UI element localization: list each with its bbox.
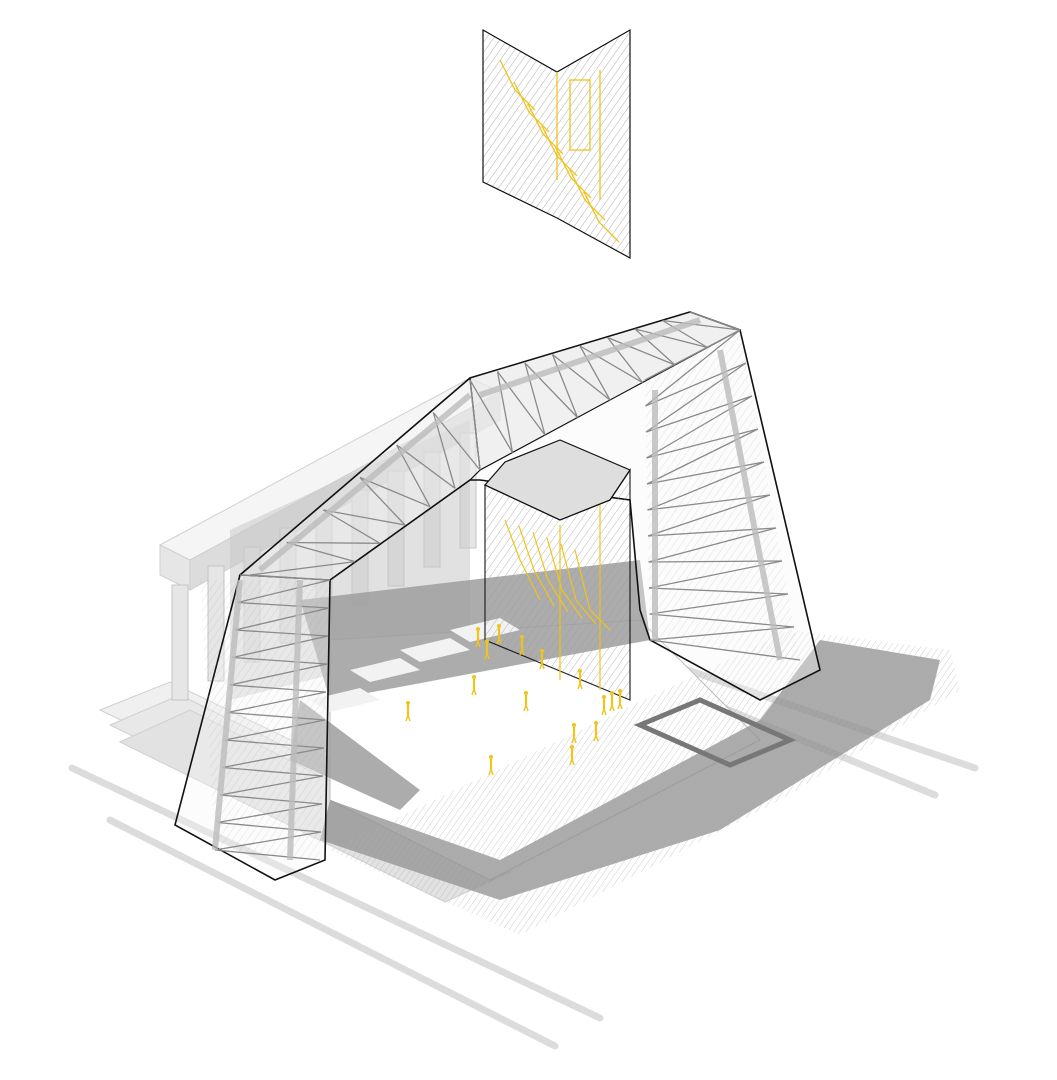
human-figure	[405, 701, 411, 722]
human-figure	[539, 649, 545, 670]
human-figure	[484, 639, 490, 660]
human-figure	[601, 695, 607, 716]
temple-column	[171, 584, 189, 701]
human-figure	[617, 689, 623, 710]
gantry-frame-icon	[174, 311, 821, 881]
human-figure	[475, 627, 481, 648]
human-figure	[523, 691, 529, 712]
human-figure	[593, 721, 599, 742]
human-figure	[471, 675, 477, 696]
human-figure	[496, 624, 502, 645]
shadow-light-patch	[400, 638, 470, 662]
human-figure-icon	[405, 624, 623, 776]
human-figure	[577, 669, 583, 690]
human-figure	[488, 755, 494, 776]
human-figure	[519, 635, 525, 656]
human-figure	[609, 691, 615, 712]
human-figure	[569, 745, 575, 766]
shadow-light-patch	[350, 658, 420, 682]
human-figure	[571, 723, 577, 744]
exploded-panel-icon	[482, 28, 631, 260]
